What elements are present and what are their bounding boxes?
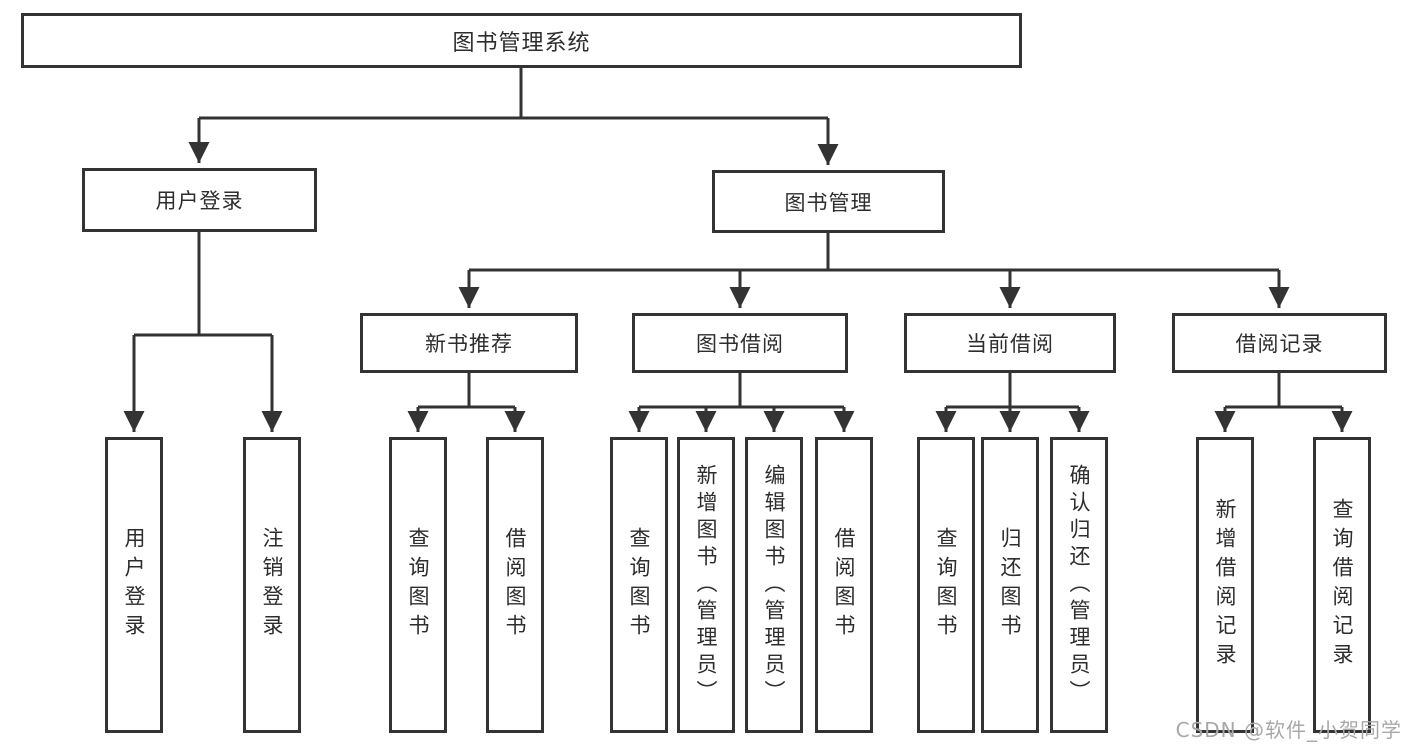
leaf-borrow-books-recommend: 借阅图书	[486, 437, 544, 733]
node-new-book-recommend: 新书推荐	[360, 313, 578, 373]
leaf-query-books-borrow: 查询图书	[610, 437, 668, 733]
csdn-watermark: CSDN @软件_小贺同学	[1175, 718, 1402, 742]
node-current-borrow: 当前借阅	[904, 313, 1116, 373]
leaf-add-borrow-record: 新增借阅记录	[1196, 437, 1254, 733]
node-book-management: 图书管理	[712, 170, 945, 233]
leaf-query-books-current: 查询图书	[917, 437, 975, 733]
leaf-edit-books-admin: 编辑图书（管理员）	[745, 437, 803, 733]
leaf-query-borrow-record: 查询借阅记录	[1313, 437, 1371, 733]
leaf-query-books-recommend: 查询图书	[389, 437, 447, 733]
node-book-borrow: 图书借阅	[632, 313, 848, 373]
node-root-library-system: 图书管理系统	[21, 13, 1022, 68]
node-user-login: 用户登录	[82, 168, 317, 232]
leaf-logout: 注销登录	[243, 437, 301, 733]
leaf-borrow-books: 借阅图书	[815, 437, 873, 733]
leaf-confirm-return-admin: 确认归还（管理员）	[1050, 437, 1108, 733]
leaf-add-books-admin: 新增图书（管理员）	[677, 437, 735, 733]
leaf-user-login: 用户登录	[105, 437, 163, 733]
leaf-return-books: 归还图书	[981, 437, 1039, 733]
node-borrow-record: 借阅记录	[1172, 313, 1387, 373]
